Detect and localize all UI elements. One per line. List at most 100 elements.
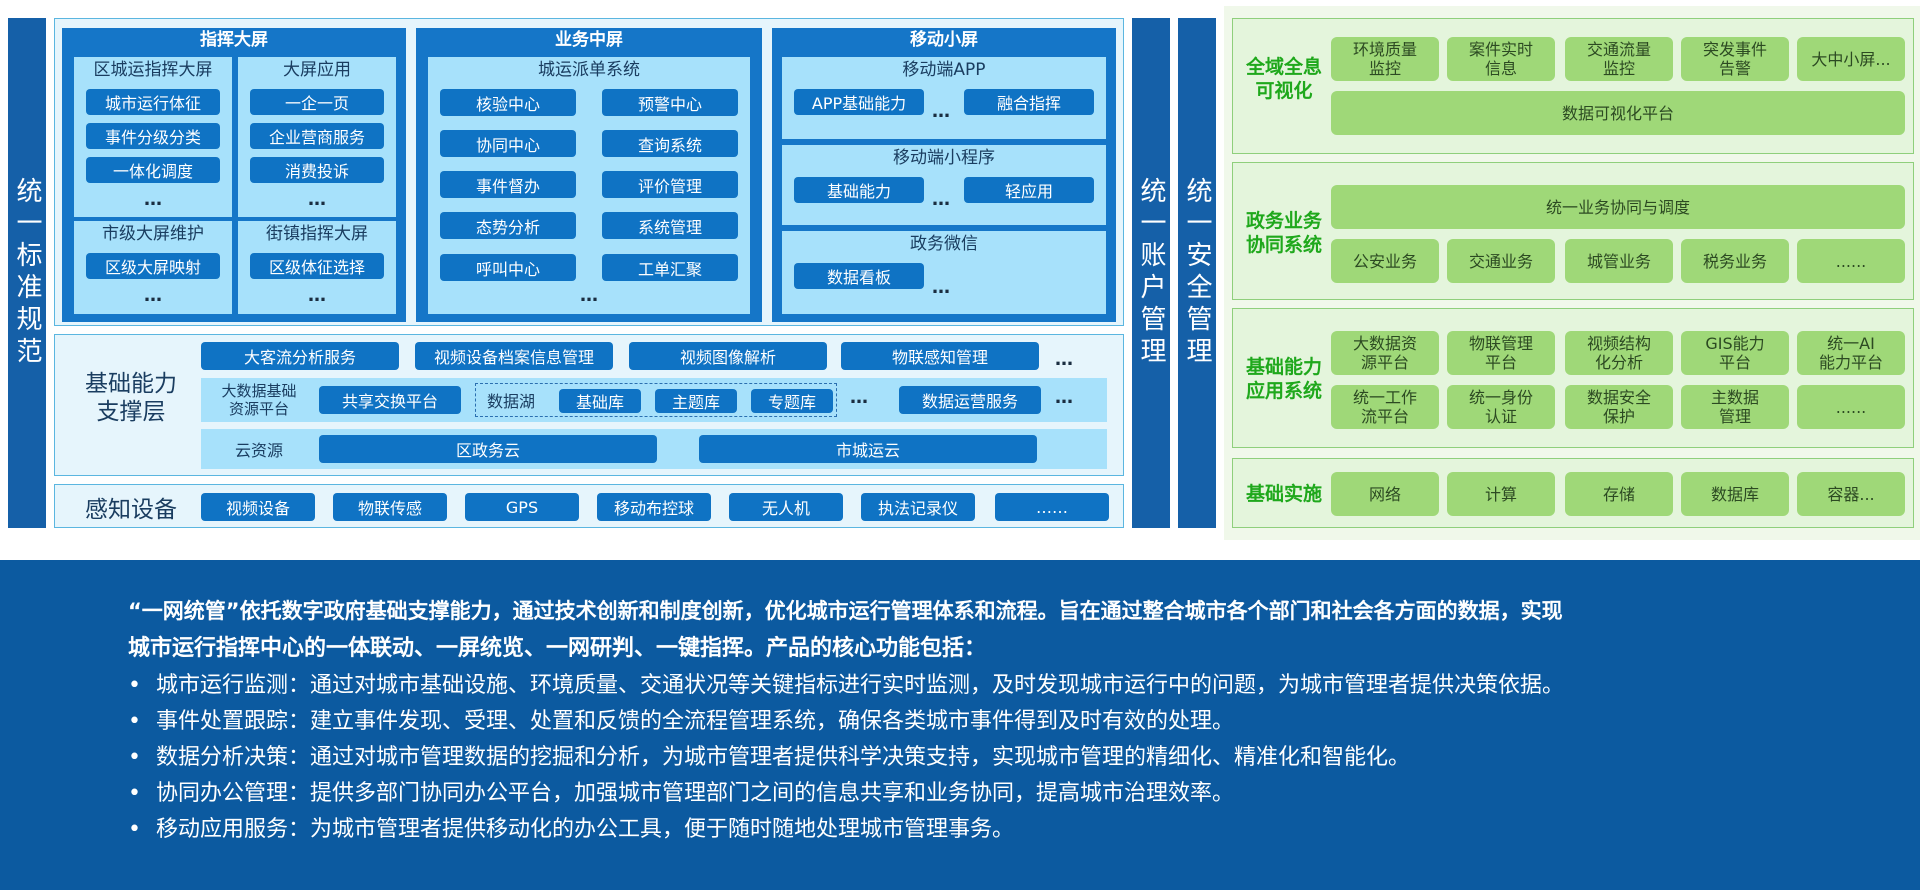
bullet-item: • 事件处置跟踪：建立事件发现、受理、处置和反馈的全流程管理系统，确保各类城市事件… (128, 703, 1234, 735)
mobile-mini-box: 移动端小程序 基础能力 … 轻应用 (782, 145, 1106, 225)
gov-business-item[interactable]: 公安业务 (1331, 239, 1439, 283)
command-item[interactable]: 事件分级分类 (86, 123, 220, 149)
infrastructure-item[interactable]: 数据库 (1681, 472, 1789, 516)
business-item[interactable]: 事件督办 (440, 171, 576, 198)
mobile-title: 移动小屏 (910, 30, 978, 50)
bullet-text: 协同办公管理：提供多部门协同办公平台，加强城市管理部门之间的信息共享和业务协同，… (156, 781, 1235, 806)
sensing-item[interactable]: …… (995, 493, 1109, 521)
unified-collab-dispatch[interactable]: 统一业务协同与调度 (1331, 185, 1905, 229)
gov-business-item[interactable]: 交通业务 (1447, 239, 1555, 283)
data-ops-service[interactable]: 数据运营服务 (899, 386, 1041, 414)
account-management-label: 统一账户管理 (1136, 177, 1166, 369)
mobile-item[interactable]: APP基础能力 (794, 89, 924, 115)
data-lake-label: 数据湖 (486, 392, 535, 411)
mobile-mini-title: 移动端小程序 (893, 148, 995, 168)
infrastructure-item[interactable]: 计算 (1447, 472, 1555, 516)
ellipsis: … (144, 285, 162, 306)
dispatch-system-box: 城运派单系统 核验中心 协同中心 事件督办 态势分析 呼叫中心 预警中心 查询系… (428, 57, 750, 314)
bullet-item: •协同办公管理：提供多部门协同办公平台，加强城市管理部门之间的信息共享和业务协同… (128, 775, 1234, 807)
basic-app-item[interactable]: 视频结构 化分析 (1565, 331, 1673, 375)
lake-item[interactable]: 主题库 (655, 389, 737, 413)
sensing-item[interactable]: 执法记录仪 (861, 493, 975, 521)
sensing-item[interactable]: GPS (465, 493, 579, 521)
sensing-item[interactable]: 无人机 (729, 493, 843, 521)
sensing-item[interactable]: 物联传感 (333, 493, 447, 521)
command-item[interactable]: 区级大屏映射 (86, 253, 220, 279)
command-item[interactable]: 企业营商服务 (250, 123, 384, 149)
town-screen-box: 街镇指挥大屏 区级体征选择 … (238, 221, 396, 314)
bullet-item: •城市运行监测：通过对城市基础设施、环境质量、交通状况等关键指标进行实时监测，及… (128, 667, 1564, 699)
command-item[interactable]: 城市运行体征 (86, 89, 220, 115)
business-item[interactable]: 协同中心 (440, 130, 576, 157)
basic-app-item[interactable]: 统一工作 流平台 (1331, 385, 1439, 429)
sensing-item[interactable]: 视频设备 (201, 493, 315, 521)
mobile-item[interactable]: 轻应用 (964, 177, 1094, 203)
mobile-item[interactable]: 基础能力 (794, 177, 924, 203)
cloud-item[interactable]: 市城运云 (699, 435, 1037, 463)
basic-app-item[interactable]: GIS能力 平台 (1681, 331, 1789, 375)
gov-business-item[interactable]: 城管业务 (1565, 239, 1673, 283)
foundation-item[interactable]: 视频设备档案信息管理 (415, 342, 613, 370)
visualization-item[interactable]: 交通流量 监控 (1565, 37, 1673, 81)
ellipsis: … (308, 189, 326, 210)
infrastructure-item[interactable]: 网络 (1331, 472, 1439, 516)
business-item[interactable]: 工单汇聚 (602, 254, 738, 281)
business-item[interactable]: 查询系统 (602, 130, 738, 157)
city-screen-box: 市级大屏维护 区级大屏映射 … (74, 221, 232, 314)
business-item[interactable]: 态势分析 (440, 212, 576, 239)
gov-wechat-box: 政务微信 数据看板 … (782, 231, 1106, 314)
command-item[interactable]: 消费投诉 (250, 157, 384, 183)
lake-item[interactable]: 专题库 (751, 389, 833, 413)
basic-app-item[interactable]: 主数据 管理 (1681, 385, 1789, 429)
city-screen-title: 市级大屏维护 (102, 224, 204, 244)
gov-collab-title: 政务业务 协同系统 (1245, 210, 1322, 256)
visualization-item[interactable]: 突发事件 告警 (1681, 37, 1789, 81)
foundation-item[interactable]: 物联感知管理 (841, 342, 1039, 370)
security-management-bar: 统一安全管理 (1178, 18, 1216, 528)
foundation-item[interactable]: 视频图像解析 (629, 342, 827, 370)
mobile-item[interactable]: 融合指挥 (964, 89, 1094, 115)
infrastructure-section: 基础实施 网络 计算 存储 数据库 容器... (1232, 458, 1914, 528)
bullet-text: 事件处置跟踪：建立事件发现、受理、处置和反馈的全流程管理系统，确保各类城市事件得… (156, 709, 1235, 734)
foundation-layer: 基础能力 支撑层 大客流分析服务 视频设备档案信息管理 视频图像解析 物联感知管… (54, 334, 1124, 476)
business-item[interactable]: 预警中心 (602, 89, 738, 116)
district-command-title: 区城运指挥大屏 (93, 60, 213, 80)
cloud-item[interactable]: 区政务云 (319, 435, 657, 463)
business-item[interactable]: 系统管理 (602, 212, 738, 239)
visualization-item[interactable]: 环境质量 监控 (1331, 37, 1439, 81)
basic-app-item[interactable]: 大数据资 源平台 (1331, 331, 1439, 375)
basic-app-item[interactable]: 统一身份 认证 (1447, 385, 1555, 429)
gov-business-item[interactable]: 税务业务 (1681, 239, 1789, 283)
ellipsis: … (144, 189, 162, 210)
basic-app-item[interactable]: ...... (1797, 385, 1905, 429)
bullet-dot: • (128, 817, 141, 842)
command-item[interactable]: 一企一页 (250, 89, 384, 115)
business-item[interactable]: 评价管理 (602, 171, 738, 198)
gov-wechat-title: 政务微信 (910, 234, 978, 254)
data-lake-frame (475, 383, 837, 417)
visualization-item[interactable]: 大中小屏... (1797, 37, 1905, 81)
sensing-item[interactable]: 移动布控球 (597, 493, 711, 521)
business-item[interactable]: 呼叫中心 (440, 254, 576, 281)
gov-business-item[interactable]: ...... (1797, 239, 1905, 283)
command-item[interactable]: 区级体征选择 (250, 253, 384, 279)
infrastructure-item[interactable]: 存储 (1565, 472, 1673, 516)
visualization-section: 全域全息 可视化 环境质量 监控 案件实时 信息 交通流量 监控 突发事件 告警… (1232, 18, 1914, 154)
basic-app-item[interactable]: 统一AI 能力平台 (1797, 331, 1905, 375)
visualization-item[interactable]: 案件实时 信息 (1447, 37, 1555, 81)
business-item[interactable]: 核验中心 (440, 89, 576, 116)
account-management-bar: 统一账户管理 (1132, 18, 1170, 528)
bullet-dot: • (128, 709, 141, 734)
share-exchange-platform[interactable]: 共享交换平台 (319, 386, 461, 414)
basic-app-item[interactable]: 物联管理 平台 (1447, 331, 1555, 375)
foundation-item[interactable]: 大客流分析服务 (201, 342, 399, 370)
ellipsis: … (932, 189, 950, 210)
basic-app-item[interactable]: 数据安全 保护 (1565, 385, 1673, 429)
visualization-platform[interactable]: 数据可视化平台 (1331, 91, 1905, 135)
security-management-label: 统一安全管理 (1182, 177, 1212, 369)
lake-item[interactable]: 基础库 (559, 389, 641, 413)
infrastructure-item[interactable]: 容器... (1797, 472, 1905, 516)
command-item[interactable]: 一体化调度 (86, 157, 220, 183)
mobile-item[interactable]: 数据看板 (794, 263, 924, 289)
basic-app-section: 基础能力 应用系统 大数据资 源平台 物联管理 平台 视频结构 化分析 GIS能… (1232, 308, 1914, 448)
